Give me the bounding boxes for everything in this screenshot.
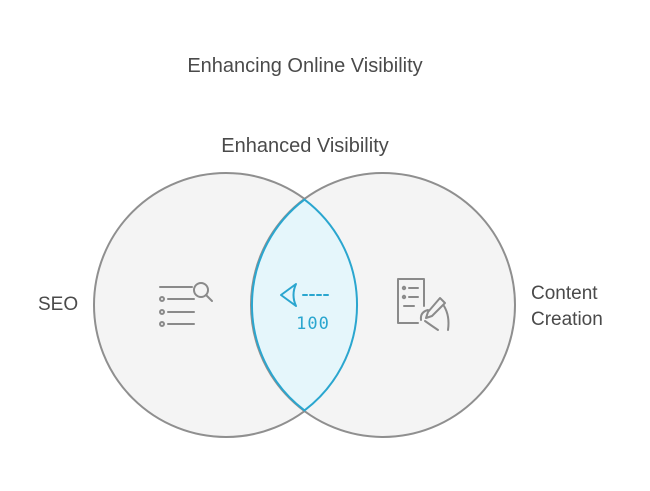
search-list-icon (159, 282, 213, 327)
diagram-title: Enhancing Online Visibility (187, 55, 423, 77)
content-creation-label-line2: Creation (531, 309, 603, 330)
intersection-icon-value: 100 (296, 314, 330, 334)
document-writing-icon (397, 278, 450, 331)
seo-label: SEO (38, 294, 79, 315)
content-creation-label: Content Creation (531, 281, 603, 333)
eye-meter-icon (280, 283, 331, 307)
intersection-label: Enhanced Visibility (221, 135, 389, 157)
content-creation-label-line1: Content (531, 283, 598, 304)
intersection-region (250, 198, 359, 412)
